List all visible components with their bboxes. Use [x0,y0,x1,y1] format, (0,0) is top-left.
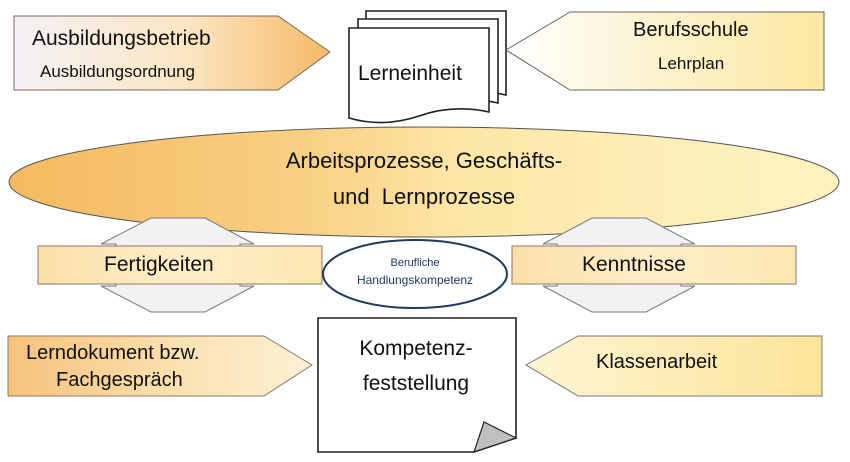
process-ellipse-shape [8,126,840,238]
fertigkeiten-bar-shape [37,245,323,285]
kenntnisse-bar-shape [511,245,797,285]
lerndokument-arrow-shape [7,335,313,397]
lerneinheit-document-stack [348,10,507,124]
competence-oval-shape [322,239,508,309]
kompetenzfeststellung-document [317,317,518,453]
berufsschule-arrow-shape [505,11,825,91]
ausbildungsbetrieb-arrow-shape [13,15,331,91]
klassenarbeit-arrow-shape [524,335,823,397]
